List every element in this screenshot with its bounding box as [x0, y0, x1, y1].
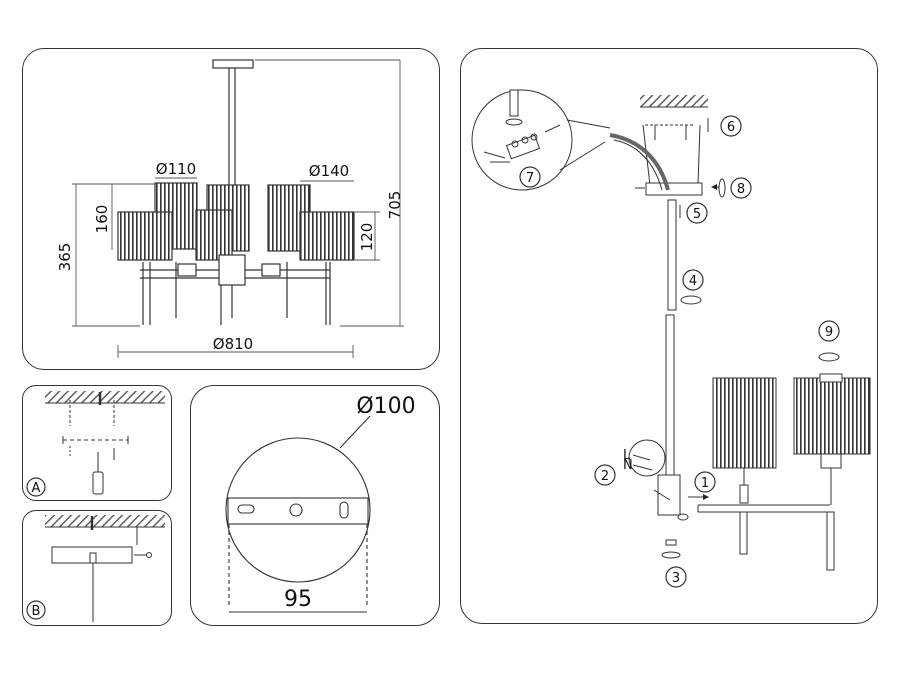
step-9-badge [818, 320, 840, 342]
step-6-badge [720, 115, 742, 137]
step-a-drawing [45, 391, 165, 495]
step-2-badge [594, 464, 616, 486]
wire-label-n: N [623, 458, 633, 473]
step-3-number: 3 [672, 571, 680, 586]
wire-label-l: L [623, 448, 631, 463]
step-7-number: 7 [526, 171, 534, 186]
dim-canopy-diameter: Ø100 [356, 394, 415, 419]
dim-small-shade-diameter: Ø110 [156, 160, 196, 178]
dimension-lines [72, 59, 404, 358]
dim-mounting-plate-width: 95 [284, 587, 312, 612]
dim-large-shade-diameter: Ø140 [309, 162, 349, 180]
step-a-letter: A [32, 481, 41, 496]
step-8-number: 8 [737, 182, 745, 197]
step-b-panel [22, 510, 172, 626]
step-a-badge [26, 477, 46, 497]
dim-large-shade-height: 120 [358, 223, 376, 252]
step-6-number: 6 [727, 120, 735, 135]
step-1-number: 1 [701, 476, 709, 491]
dim-overall-diameter: Ø810 [213, 335, 253, 353]
ceiling-mount-drawing [609, 95, 726, 198]
canopy-plate-drawing [225, 415, 371, 613]
step-1-badge [694, 471, 716, 493]
rod-lower-drawing [628, 314, 709, 559]
step-4-number: 4 [689, 274, 697, 289]
arm-and-shades-drawing [697, 352, 871, 571]
chandelier-front-view [117, 59, 355, 325]
step-7-badge [519, 166, 541, 188]
dim-body-height: 365 [56, 243, 74, 272]
wiring-detail-magnifier [471, 89, 611, 191]
step-9-number: 9 [825, 325, 833, 340]
step-4-badge [682, 269, 704, 291]
step-5-badge [686, 202, 708, 224]
step-3-badge [665, 566, 687, 588]
step-b-letter: B [32, 604, 41, 619]
step-b-drawing [45, 515, 165, 622]
step-5-number: 5 [693, 207, 701, 222]
step-8-badge [730, 177, 752, 199]
dim-small-shade-height: 160 [93, 205, 111, 234]
rod-upper-drawing [667, 199, 702, 311]
step-b-badge [26, 600, 46, 620]
dim-overall-height: 705 [386, 191, 404, 220]
step-2-number: 2 [601, 469, 609, 484]
